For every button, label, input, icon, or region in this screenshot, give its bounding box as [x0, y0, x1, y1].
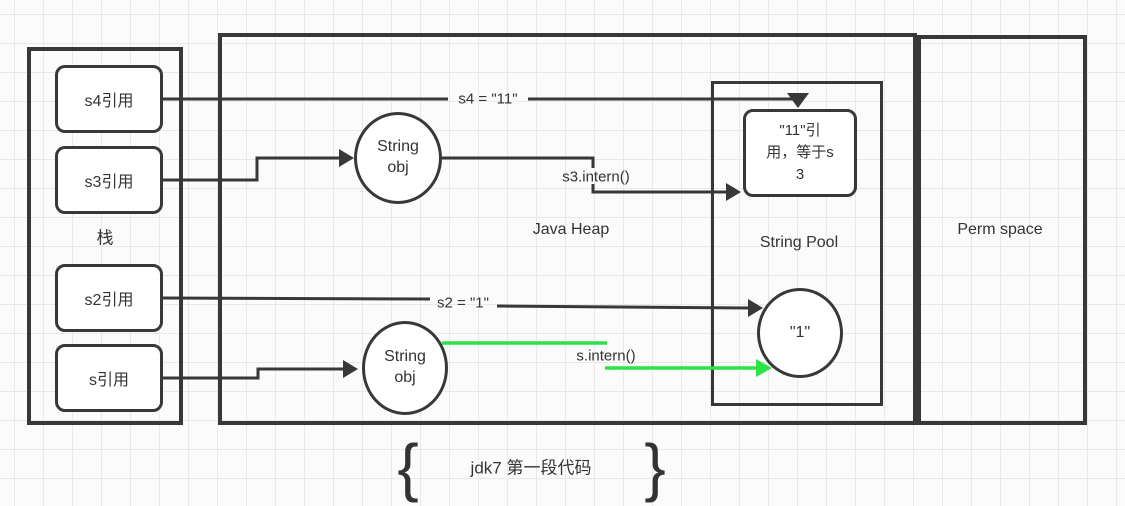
- edge-label-s-intern: s.intern(): [576, 347, 636, 365]
- pool-entry-11-line1: "11"引: [779, 122, 821, 140]
- edge-s3-intern-segment-b: [591, 184, 727, 194]
- java-heap-title: Java Heap: [532, 221, 610, 238]
- edge-s-line: [163, 367, 344, 380]
- edge-label-s3-intern: s3.intern(): [562, 168, 630, 186]
- edge-s4-arrowhead: [787, 93, 809, 108]
- edge-s2-segment-left: [162, 296, 431, 301]
- caption-close-brace: }: [644, 431, 666, 503]
- java-heap-box: [218, 33, 917, 425]
- string-obj-top-line2: obj: [387, 159, 409, 176]
- pool-entry-11-line3: 3: [795, 165, 805, 183]
- pool-entry-11-line2: 用，等于s: [766, 144, 834, 162]
- perm-space-box: [917, 35, 1087, 425]
- ref-node-s2: s2引用: [55, 264, 163, 332]
- string-obj-bottom-line1: String: [384, 348, 426, 366]
- caption-text: jdk7 第一段代码: [470, 458, 592, 478]
- stack-box: [27, 47, 183, 425]
- pool-entry-1: "1": [757, 288, 843, 378]
- ref-node-s3-label: s3引用: [84, 174, 134, 191]
- edge-s3-line: [163, 156, 340, 182]
- string-pool-title: String Pool: [759, 234, 839, 251]
- ref-node-s3: s3引用: [55, 146, 163, 214]
- pool-entry-1-label: "1": [789, 323, 811, 341]
- string-obj-node-bottom: String obj: [362, 321, 448, 415]
- pool-entry-11: "11"引 用，等于s 3: [743, 109, 857, 197]
- ref-node-s4: s4引用: [55, 65, 163, 133]
- string-obj-bottom-line2: obj: [394, 369, 416, 386]
- ref-node-s2-label: s2引用: [84, 292, 134, 309]
- edge-s3-arrowhead: [339, 149, 354, 167]
- string-pool-box: [711, 81, 883, 406]
- pool-entry-11-text: "11"引 用，等于s 3: [766, 120, 834, 185]
- ref-node-s4-label: s4引用: [84, 93, 134, 110]
- perm-space-title: Perm space: [957, 221, 1043, 238]
- edge-label-s4: s4 = "11": [458, 90, 518, 108]
- string-obj-node-top: String obj: [354, 112, 442, 204]
- ref-node-s: s引用: [55, 344, 163, 412]
- stack-title: 栈: [96, 228, 114, 248]
- ref-node-s-label: s引用: [88, 372, 129, 389]
- edge-s3-intern-segment-a: [441, 156, 595, 168]
- caption-open-brace: {: [397, 431, 419, 503]
- edge-label-s2: s2 = "1": [437, 294, 489, 312]
- edge-s-intern-arrowhead: [756, 359, 772, 377]
- edge-s2-segment-right: [496, 304, 750, 310]
- string-obj-top-line1: String: [377, 138, 419, 156]
- edge-s3-intern-arrowhead: [726, 183, 741, 201]
- edge-s2-arrowhead: [748, 299, 763, 317]
- edge-s-arrowhead: [343, 360, 358, 378]
